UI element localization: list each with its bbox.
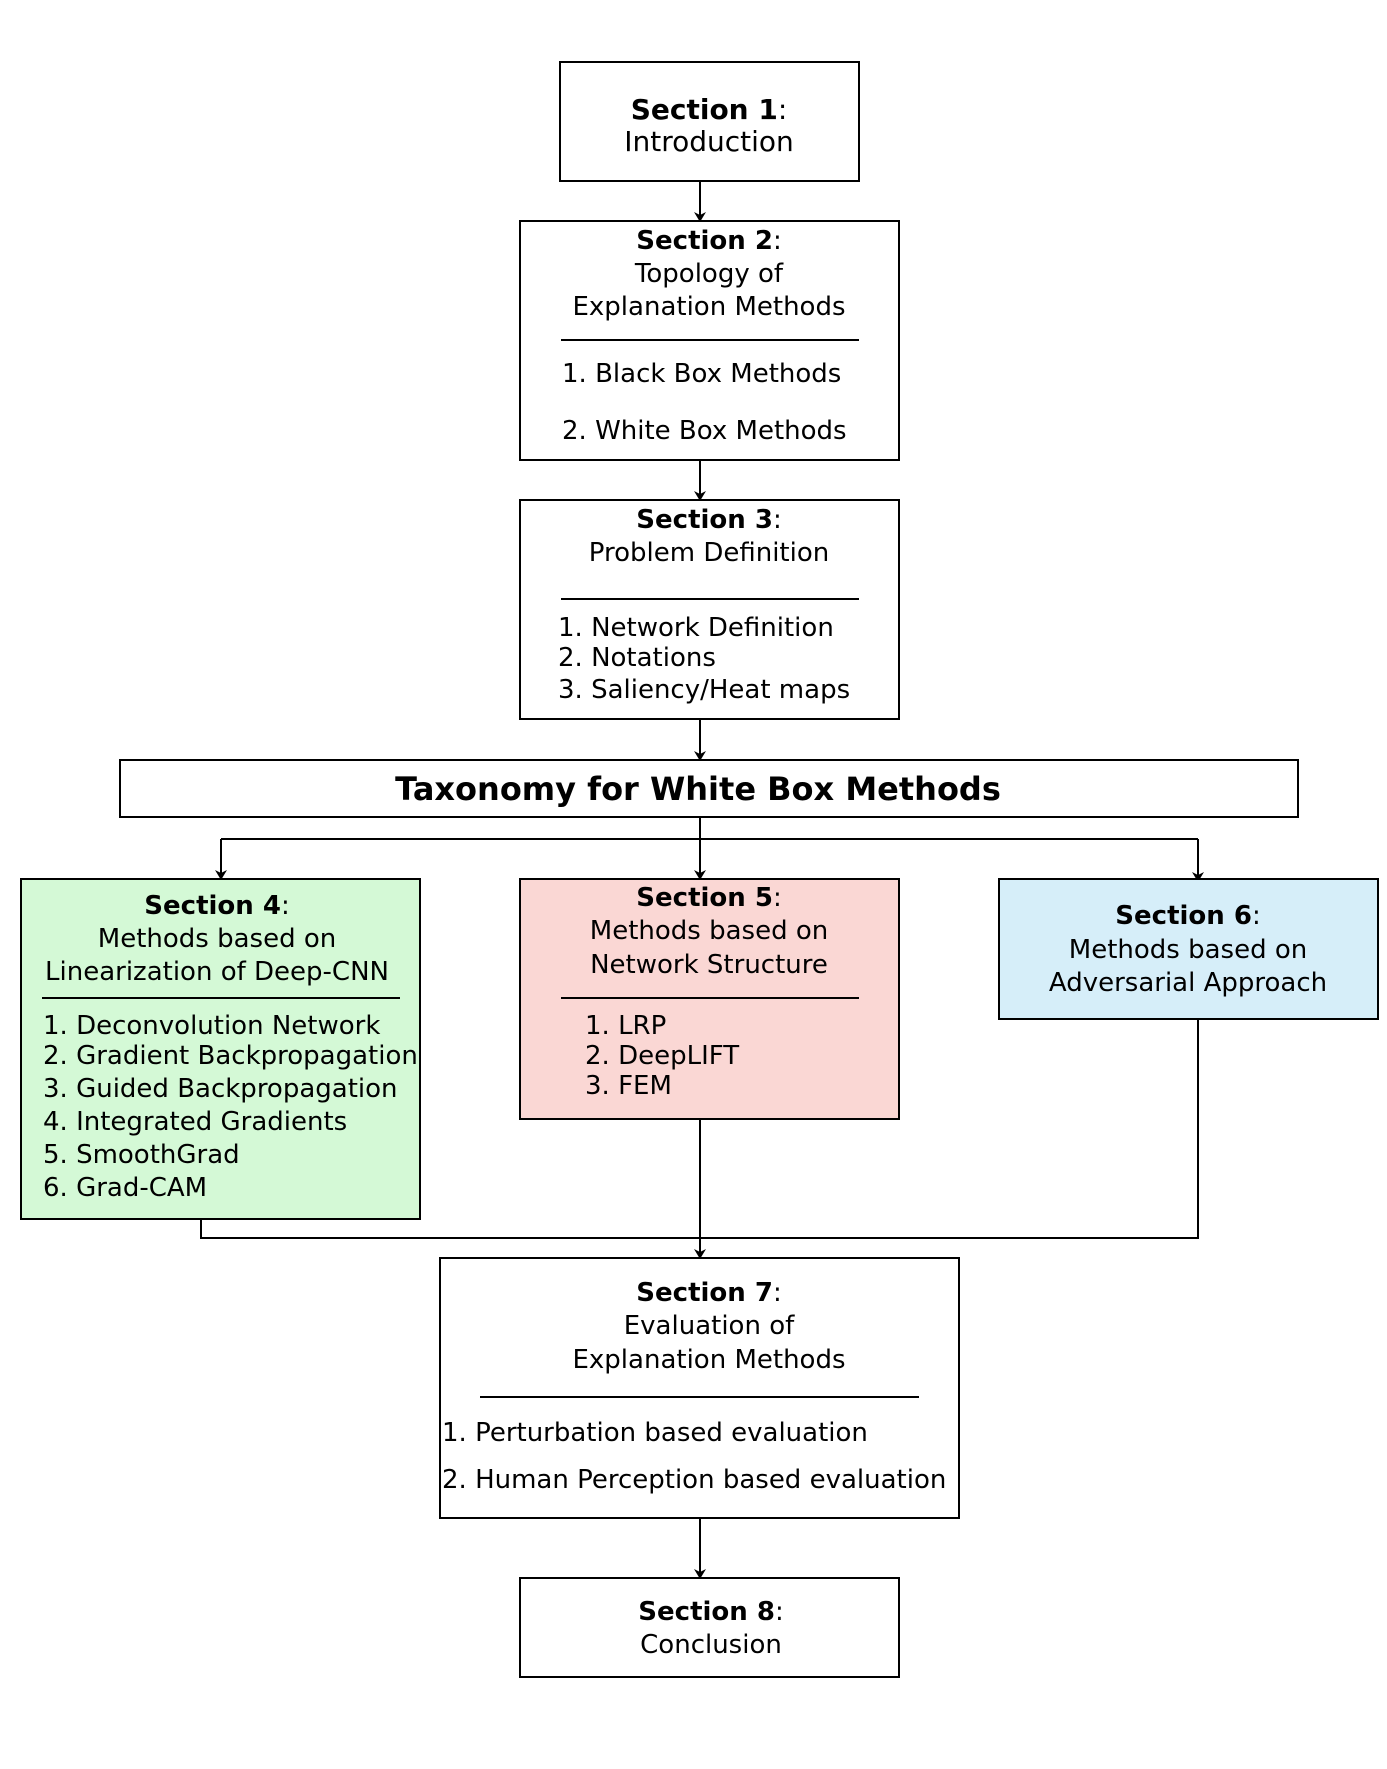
taxonomy-title: Taxonomy for White Box Methods	[395, 770, 1001, 808]
section-2-heading: Section 2	[636, 226, 773, 256]
section-6-line-2: Adversarial Approach	[1048, 968, 1328, 998]
section-7-line-2: Explanation Methods	[572, 1345, 846, 1375]
section-3-heading: Section 3	[636, 505, 773, 535]
section-2-line-2: Explanation Methods	[572, 292, 846, 322]
section-4-divider	[42, 997, 400, 999]
section-1-heading: Section 1	[630, 93, 778, 126]
section-7-colon: :	[772, 1278, 782, 1308]
section-3-item-1: 1. Network Definition	[558, 613, 834, 643]
section-6-heading: Section 6	[1115, 901, 1252, 931]
section-1-box	[559, 61, 860, 182]
section-5-item-3: 3. FEM	[585, 1071, 672, 1101]
section-6-colon: :	[1251, 901, 1261, 931]
section-5-heading: Section 5	[636, 883, 773, 913]
section-4-box	[20, 878, 421, 1220]
section-1-title: Section 1:	[631, 96, 788, 124]
section-3-title: Section 3:	[636, 507, 781, 533]
section-2-line-1: Topology of	[634, 259, 784, 289]
section-2-item-2: 2. White Box Methods	[562, 416, 847, 446]
section-1-subtitle: Introduction	[624, 125, 794, 158]
merge-from-s4	[200, 1219, 700, 1239]
section-4-item-1: 1. Deconvolution Network	[43, 1011, 381, 1041]
section-7-heading: Section 7	[636, 1278, 773, 1308]
section-3-line-1: Problem Definition	[588, 538, 830, 568]
section-3-item-3: 3. Saliency/Heat maps	[558, 675, 851, 705]
section-4-item-6: 6. Grad-CAM	[43, 1173, 208, 1203]
section-8-box	[519, 1577, 900, 1678]
section-7-divider	[480, 1396, 919, 1398]
section-7-box	[439, 1257, 960, 1519]
section-4-item-4: 4. Integrated Gradients	[43, 1107, 348, 1137]
section-8-title: Section 8:	[638, 1599, 783, 1625]
section-8-colon: :	[774, 1597, 784, 1627]
section-4-title: Section 4:	[144, 893, 289, 919]
section-5-item-2: 2. DeepLIFT	[585, 1041, 740, 1071]
section-5-divider	[561, 997, 859, 999]
section-5-colon: :	[772, 883, 782, 913]
section-8-line-1: Conclusion	[640, 1630, 782, 1660]
section-7-line-1: Evaluation of	[623, 1311, 795, 1341]
section-7-item-2: 2. Human Perception based evaluation	[442, 1465, 947, 1495]
section-4-item-3: 3. Guided Backpropagation	[43, 1074, 398, 1104]
section-6-title: Section 6:	[1115, 903, 1260, 929]
merge-from-s6	[700, 1019, 1199, 1239]
section-6-box	[998, 878, 1379, 1020]
section-7-title: Section 7:	[636, 1280, 781, 1306]
section-4-line-1: Methods based on	[97, 924, 337, 954]
section-3-divider	[561, 598, 859, 600]
section-3-item-2: 2. Notations	[558, 643, 716, 673]
section-3-colon: :	[772, 505, 782, 535]
section-5-line-1: Methods based on	[589, 916, 829, 946]
section-6-line-1: Methods based on	[1068, 935, 1308, 965]
section-4-item-2: 2. Gradient Backpropagation	[43, 1041, 418, 1071]
section-8-heading: Section 8	[638, 1597, 775, 1627]
section-7-item-1: 1. Perturbation based evaluation	[442, 1418, 868, 1448]
section-4-heading: Section 4	[144, 891, 281, 921]
section-2-colon: :	[772, 226, 782, 256]
taxonomy-box	[119, 759, 1299, 818]
section-5-line-2: Network Structure	[590, 950, 828, 980]
section-4-colon: :	[280, 891, 290, 921]
section-4-line-2: Linearization of Deep-CNN	[45, 957, 389, 987]
section-2-item-1: 1. Black Box Methods	[562, 359, 842, 389]
section-5-box	[519, 878, 900, 1120]
section-5-item-1: 1. LRP	[585, 1011, 667, 1041]
section-2-divider	[561, 339, 859, 341]
section-3-box	[519, 499, 900, 720]
section-4-item-5: 5. SmoothGrad	[43, 1140, 240, 1170]
section-5-title: Section 5:	[636, 885, 781, 911]
section-2-title: Section 2:	[636, 228, 781, 254]
section-1-colon: :	[777, 93, 788, 126]
